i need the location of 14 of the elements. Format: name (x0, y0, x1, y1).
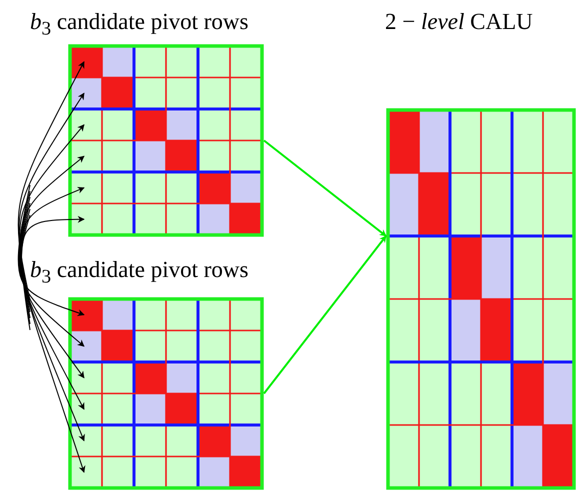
arrow (263, 140, 387, 237)
matrix-heading: b$_{3}$ candidate pivot rows (30, 8, 248, 42)
arrow (21, 214, 86, 473)
arrow (19, 196, 84, 378)
arrow (20, 208, 85, 442)
matrix-heading: b$_{3}$ candidate pivot rows (30, 256, 248, 290)
arrow (18, 61, 84, 300)
arrow (18, 190, 85, 347)
arrow (20, 202, 84, 410)
matrix-heading: 2 − level CALU (385, 8, 533, 36)
arrow (263, 235, 387, 394)
arrow (20, 156, 85, 318)
arrow (21, 216, 85, 330)
arrow (19, 124, 84, 312)
